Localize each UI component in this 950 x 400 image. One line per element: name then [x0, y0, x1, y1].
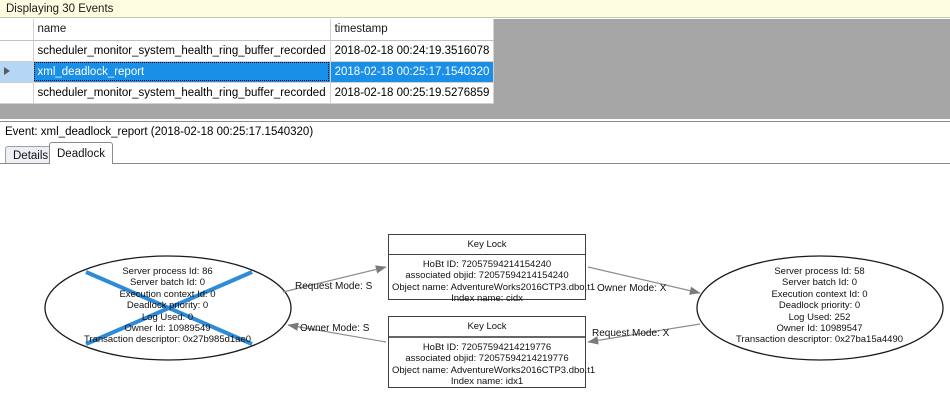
row-selector-cell[interactable]: [0, 82, 34, 104]
event-caption: Event: xml_deadlock_report (2018-02-18 0…: [0, 121, 950, 141]
key-lock-top-body: HoBt ID: 72057594214154240 associated ob…: [389, 255, 596, 310]
process-node-left-text: Server process Id: 86 Server batch Id: 0…: [60, 266, 275, 346]
events-status-bar: Displaying 30 Events: [0, 0, 950, 18]
key-lock-bottom-line-1: associated objid: 72057594214219776: [405, 353, 569, 365]
proc-left-line-1: Server batch Id: 0: [130, 277, 205, 289]
events-status-label: Displaying 30 Events: [6, 2, 114, 15]
column-header-timestamp[interactable]: timestamp: [330, 19, 495, 41]
edge-label-right-request: Request Mode: X: [592, 328, 670, 339]
edge-right-owner: [587, 266, 701, 295]
edge-label-left-request: Request Mode: S: [295, 281, 373, 292]
row-selector-header: [0, 19, 34, 41]
table-row-selected[interactable]: xml_deadlock_report 2018-02-18 00:25:17.…: [0, 61, 495, 83]
key-lock-top-line-2: Object name: AdventureWorks2016CTP3.dbo.…: [392, 281, 596, 293]
key-lock-top-title: Key Lock: [389, 235, 585, 255]
tab-details-label: Details: [13, 149, 49, 162]
key-lock-node-bottom[interactable]: Key Lock HoBt ID: 72057594214219776 asso…: [388, 316, 595, 388]
edge-label-left-owner: Owner Mode: S: [300, 323, 370, 334]
victim-cross-line-b: [85, 270, 253, 346]
row-arrow-icon: [4, 67, 10, 76]
proc-left-line-3: Deadlock priority: 0: [126, 300, 209, 312]
cell-timestamp[interactable]: 2018-02-18 00:25:17.1540320: [330, 61, 495, 83]
proc-left-line-0: Server process Id: 86: [122, 266, 213, 277]
edge-left-request: [282, 265, 387, 293]
proc-right-line-5: Owner Id: 10989547: [776, 323, 863, 335]
event-caption-label: Event: xml_deadlock_report (2018-02-18 0…: [5, 125, 314, 138]
grid-body: scheduler_monitor_system_health_ring_buf…: [0, 40, 495, 104]
proc-right-line-2: Execution context Id: 0: [771, 288, 868, 300]
process-node-right-text: Server process Id: 58 Server batch Id: 0…: [712, 266, 927, 346]
table-row[interactable]: scheduler_monitor_system_health_ring_buf…: [0, 82, 495, 104]
key-lock-top-line-3: Index name: cidx: [451, 293, 523, 305]
proc-left-line-6: Transaction descriptor: 0x27b985d1ae0: [83, 334, 252, 346]
process-node-right-ellipse[interactable]: [696, 255, 944, 361]
cell-name[interactable]: xml_deadlock_report: [33, 61, 331, 83]
cell-timestamp[interactable]: 2018-02-18 00:25:19.5276859: [330, 82, 495, 104]
key-lock-top-line-0: HoBt ID: 72057594214154240: [422, 259, 552, 270]
cell-timestamp[interactable]: 2018-02-18 00:24:19.3516078: [330, 40, 495, 62]
table-row[interactable]: scheduler_monitor_system_health_ring_buf…: [0, 40, 495, 62]
edge-label-right-owner: Owner Mode: X: [597, 283, 667, 294]
edge-left-owner: [287, 322, 387, 343]
row-selector-cell[interactable]: [0, 40, 34, 62]
key-lock-bottom-body: HoBt ID: 72057594214219776 associated ob…: [389, 338, 596, 393]
tab-deadlock-label: Deadlock: [57, 147, 105, 160]
proc-right-line-1: Server batch Id: 0: [782, 277, 857, 289]
tab-strip: Details Deadlock: [0, 142, 950, 164]
deadlock-graph-canvas[interactable]: Server process Id: 86 Server batch Id: 0…: [0, 163, 950, 400]
key-lock-node-top[interactable]: Key Lock HoBt ID: 72057594214154240 asso…: [388, 234, 595, 304]
edge-right-request: [587, 323, 701, 345]
proc-left-line-2: Execution context Id: 0: [119, 288, 216, 300]
cell-name[interactable]: scheduler_monitor_system_health_ring_buf…: [33, 82, 331, 104]
key-lock-bottom-line-2: Object name: AdventureWorks2016CTP3.dbo.…: [392, 364, 596, 376]
key-lock-top-line-1: associated objid: 72057594214154240: [405, 270, 569, 282]
row-selector-cell[interactable]: [0, 61, 34, 83]
events-grid[interactable]: name timestamp scheduler_monitor_system_…: [0, 19, 495, 104]
key-lock-bottom-line-0: HoBt ID: 72057594214219776: [422, 342, 552, 353]
cell-name[interactable]: scheduler_monitor_system_health_ring_buf…: [33, 40, 331, 62]
grid-header-row: name timestamp: [0, 19, 495, 41]
key-lock-bottom-line-3: Index name: idx1: [450, 376, 524, 388]
events-grid-container[interactable]: name timestamp scheduler_monitor_system_…: [0, 19, 950, 119]
proc-right-line-0: Server process Id: 58: [774, 266, 865, 277]
proc-right-line-4: Log Used: 252: [788, 311, 851, 323]
proc-right-line-3: Deadlock priority: 0: [778, 300, 861, 312]
proc-left-line-4: Log Used: 0: [141, 311, 194, 323]
proc-right-line-6: Transaction descriptor: 0x27ba15a4490: [735, 334, 904, 346]
proc-left-line-5: Owner Id: 10989549: [124, 323, 211, 335]
tab-deadlock[interactable]: Deadlock: [49, 142, 113, 164]
deadlock-graph-svg: [44, 255, 944, 361]
column-header-name[interactable]: name: [33, 19, 331, 41]
key-lock-bottom-title: Key Lock: [389, 317, 585, 338]
